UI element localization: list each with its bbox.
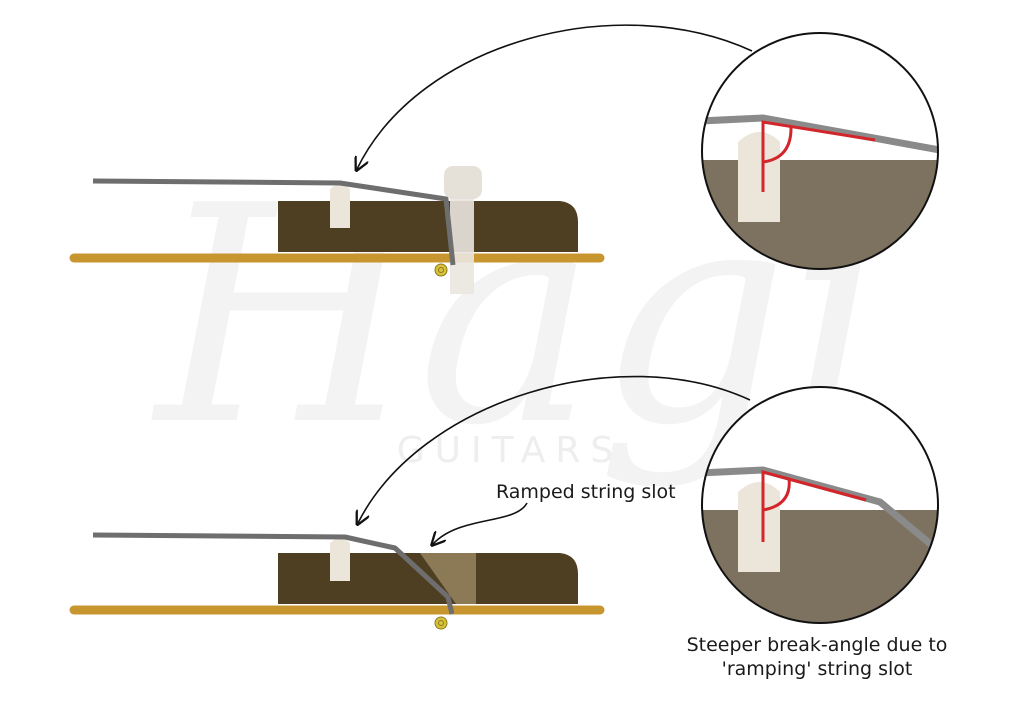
callout-arrow bbox=[357, 24, 753, 169]
tuner-post bbox=[444, 166, 482, 294]
watermark-subtitle: GUITARS bbox=[397, 430, 624, 471]
tuner-dot bbox=[434, 616, 448, 630]
panel-ramped-slot bbox=[69, 375, 939, 630]
guitar-string bbox=[92, 532, 455, 615]
zoom-circle bbox=[701, 32, 939, 270]
nut-saddle bbox=[330, 184, 350, 228]
guitar-string bbox=[92, 178, 456, 266]
ramp-slot bbox=[420, 553, 476, 604]
tuner-dot bbox=[434, 263, 448, 277]
break-angle-line2: 'ramping' string slot bbox=[721, 658, 913, 680]
angle-marker bbox=[761, 470, 867, 542]
ramped-slot-label: Ramped string slot bbox=[496, 481, 676, 503]
panel-standard-slot bbox=[69, 24, 939, 294]
nut-block bbox=[278, 201, 578, 252]
nut-saddle bbox=[330, 538, 350, 581]
label-arrow bbox=[433, 502, 528, 544]
zoom-circle bbox=[701, 386, 939, 624]
callout-arrow bbox=[358, 375, 751, 523]
break-angle-line1: Steeper break-angle due to bbox=[686, 634, 948, 656]
break-angle-label: Steeper break-angle due to 'ramping' str… bbox=[672, 633, 962, 681]
angle-marker bbox=[761, 120, 876, 192]
